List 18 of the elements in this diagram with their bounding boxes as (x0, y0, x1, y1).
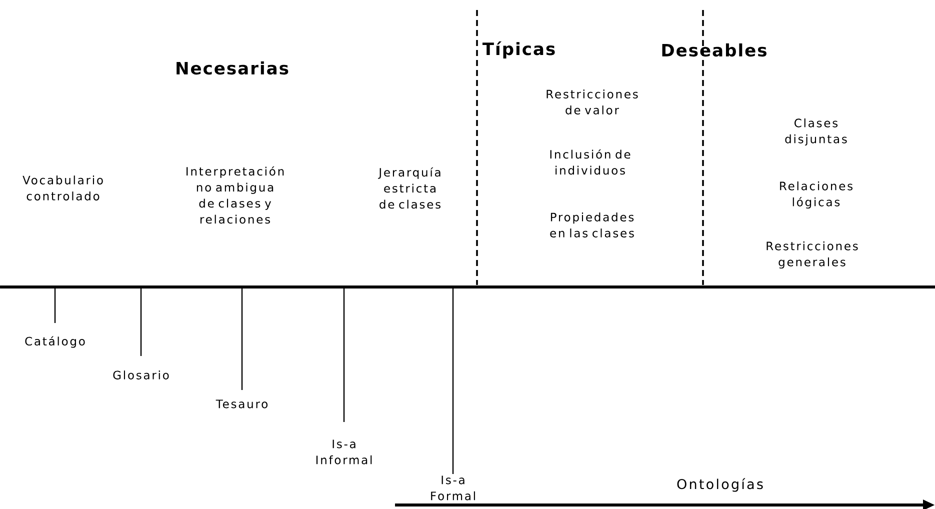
item-label: Inclusión de individuos (550, 149, 630, 175)
item-label: Interpretación no ambigua de clases y relaciones (186, 166, 284, 224)
item-label: Propiedades en las clases (550, 212, 634, 238)
item-label: Clases disjuntas (785, 118, 847, 146)
item-label: Is-a Formal (431, 476, 475, 500)
item-label: Catálogo (25, 336, 85, 348)
range-label: Ontologías (677, 478, 763, 492)
item-label: Glosario (113, 370, 169, 380)
category-heading: Típicas (482, 41, 555, 59)
item-label: Relaciones lógicas (780, 181, 852, 209)
item-label: Restricciones de valor (546, 90, 638, 114)
category-heading: Deseables (662, 43, 766, 57)
item-label: Jerarquía estricta de clases (378, 167, 440, 209)
item-label: Restricciones generales (766, 241, 858, 269)
item-label: Is-a Informal (316, 440, 372, 464)
item-label: Tesauro (216, 400, 268, 408)
category-heading: Necesarias (176, 61, 288, 75)
item-label: Vocabulario controlado (22, 176, 103, 200)
